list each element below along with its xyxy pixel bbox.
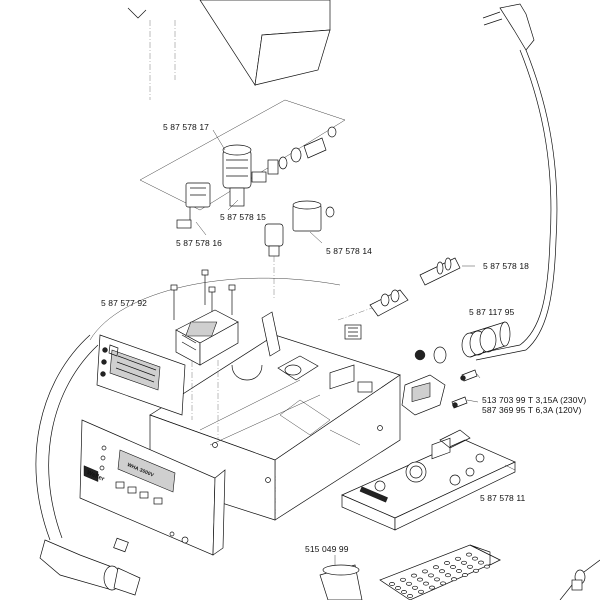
transformer	[175, 309, 239, 366]
nozzle-tool	[319, 555, 363, 600]
power-socket	[401, 321, 511, 416]
perforation-hole	[466, 552, 472, 557]
part-label-fuse-230v: 513 703 99 T 3,15A (230V)	[482, 395, 587, 405]
perforation-hole	[444, 561, 450, 565]
perforation-hole	[428, 573, 434, 578]
perforation-hole	[433, 565, 439, 570]
valve-assembly	[139, 99, 346, 300]
fuses	[451, 369, 481, 409]
perforation-hole	[417, 577, 423, 582]
perforation-hole	[455, 556, 461, 561]
part-label-5-87-578-18: 5 87 578 18	[483, 261, 530, 271]
perforation-hole	[406, 581, 412, 586]
perforation-hole	[407, 594, 413, 598]
perforation-hole	[456, 569, 462, 573]
perforation-hole	[461, 560, 467, 565]
air-connectors	[337, 257, 475, 340]
part-label-5-87-578-14: 5 87 578 14	[326, 246, 373, 256]
perforation-hole	[429, 585, 435, 590]
perforation-hole	[473, 568, 479, 573]
control-board	[96, 334, 186, 416]
perforation-hole	[462, 573, 468, 577]
part-label-5-87-577-92: 5 87 577 92	[101, 298, 148, 308]
sensor-probe	[559, 559, 600, 600]
perforation-hole	[484, 564, 490, 569]
perforation-hole	[422, 569, 428, 574]
perforated-cover	[379, 544, 501, 600]
perforation-hole	[395, 586, 401, 590]
perforation-hole	[423, 581, 429, 586]
part-label-fuse-120v: 587 369 95 T 6,3A (120V)	[482, 405, 582, 415]
part-label-515-049-99: 515 049 99	[305, 544, 349, 554]
perforation-hole	[472, 556, 478, 561]
power-cable	[469, 3, 558, 361]
perforation-hole	[434, 577, 440, 582]
part-label-5-87-578-16: 5 87 578 16	[176, 238, 223, 248]
perforation-hole	[412, 585, 418, 590]
perforation-hole	[450, 565, 456, 569]
perforation-hole	[445, 573, 451, 578]
perforation-hole	[439, 569, 445, 574]
perforation-hole	[400, 577, 406, 582]
hose-handpiece	[35, 334, 141, 596]
perforation-hole	[478, 560, 484, 565]
front-panel	[79, 419, 226, 556]
perforation-hole	[411, 573, 417, 578]
top-cover	[127, 0, 331, 100]
perforation-hole	[451, 577, 457, 582]
perforation-hole	[440, 581, 446, 586]
part-label-5-87-578-11: 5 87 578 11	[480, 493, 526, 503]
power-supply-pcb	[341, 429, 516, 531]
screws	[170, 269, 236, 320]
part-label-5-87-117-95: 5 87 117 95	[469, 307, 515, 317]
part-label-5-87-578-17: 5 87 578 17	[163, 122, 210, 132]
perforation-hole	[401, 590, 407, 594]
main-chassis	[89, 277, 401, 521]
perforation-hole	[418, 589, 424, 594]
perforation-hole	[389, 582, 395, 586]
perforation-hole	[467, 564, 473, 569]
part-label-5-87-578-15: 5 87 578 15	[220, 212, 267, 222]
